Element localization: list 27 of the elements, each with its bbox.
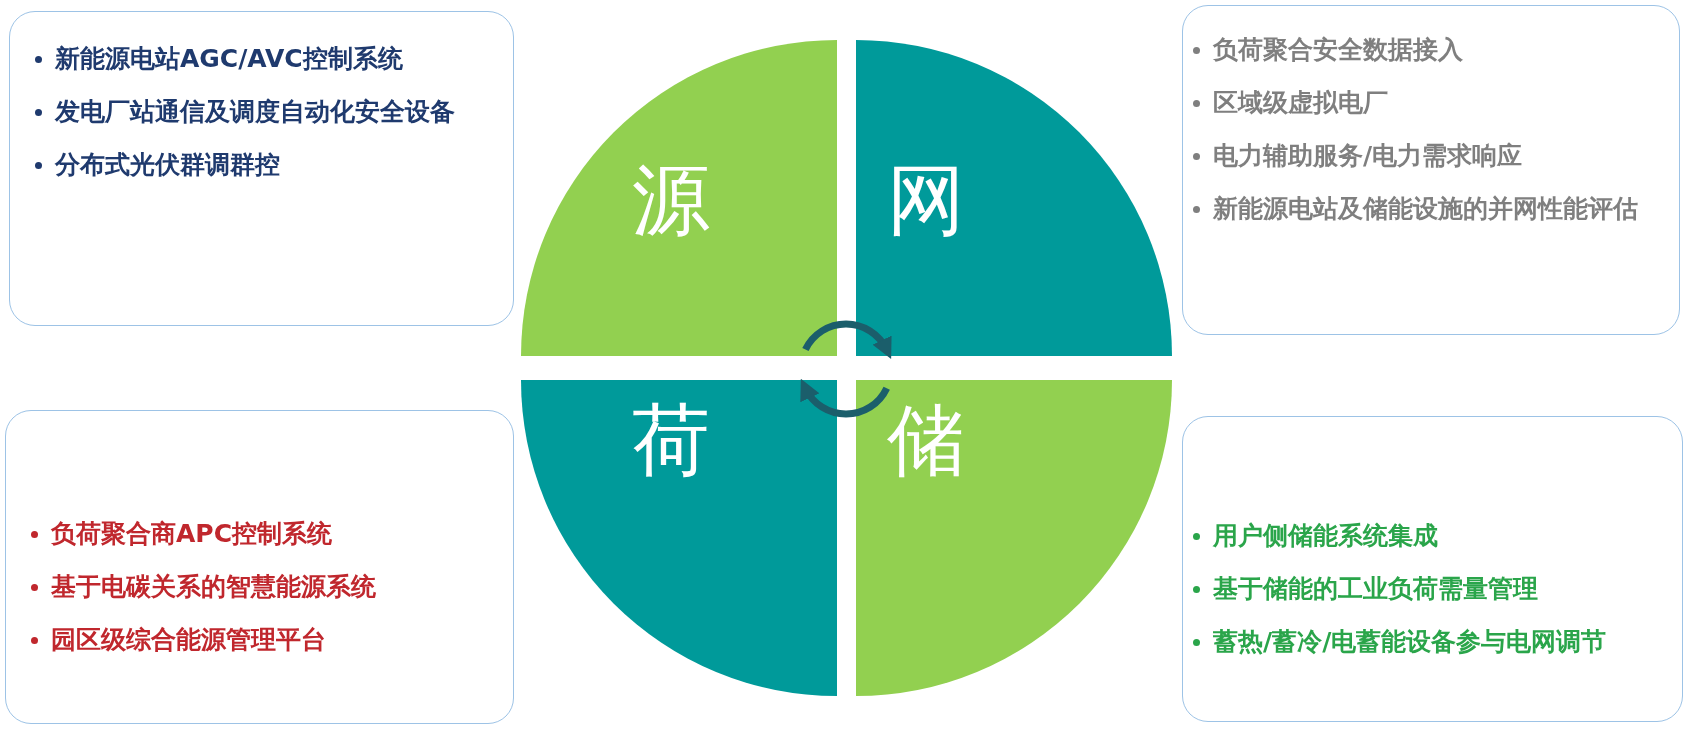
- bullet-item: 新能源电站AGC/AVC控制系统: [55, 42, 505, 76]
- quadrant-label: 荷: [632, 395, 710, 485]
- bullet-item: 区域级虚拟电厂: [1213, 86, 1663, 120]
- text-panel: [1182, 5, 1680, 335]
- text-panel: [9, 11, 514, 326]
- quadrant-segment: [521, 380, 837, 696]
- curved-arrow: [800, 379, 890, 418]
- bullet-item: 发电厂站通信及调度自动化安全设备: [55, 95, 505, 129]
- bullet-item: 园区级综合能源管理平台: [51, 623, 501, 657]
- text-panel: [1182, 416, 1683, 722]
- quadrant-label: 储: [887, 395, 965, 485]
- bullet-item: 电力辅助服务/电力需求响应: [1213, 139, 1663, 173]
- bullet-item: 负荷聚合商APC控制系统: [51, 517, 501, 551]
- bullet-item: 负荷聚合安全数据接入: [1213, 33, 1663, 67]
- bullet-item: 蓄热/蓄冷/电蓄能设备参与电网调节: [1213, 625, 1673, 659]
- bullet-item: 基于储能的工业负荷需量管理: [1213, 572, 1673, 606]
- bullet-item: 分布式光伏群调群控: [55, 148, 505, 182]
- quadrant-segment: [856, 40, 1172, 356]
- bullet-item: 用户侧储能系统集成: [1213, 519, 1673, 553]
- quadrant-label: 源: [632, 155, 710, 245]
- quadrant-label: 网: [887, 155, 965, 245]
- curved-arrow: [802, 320, 892, 359]
- quadrant-segment: [521, 40, 837, 356]
- text-panel: [5, 410, 514, 724]
- bullet-item: 新能源电站及储能设施的并网性能评估: [1213, 192, 1663, 226]
- bullet-item: 基于电碳关系的智慧能源系统: [51, 570, 501, 604]
- quadrant-segment: [856, 380, 1172, 696]
